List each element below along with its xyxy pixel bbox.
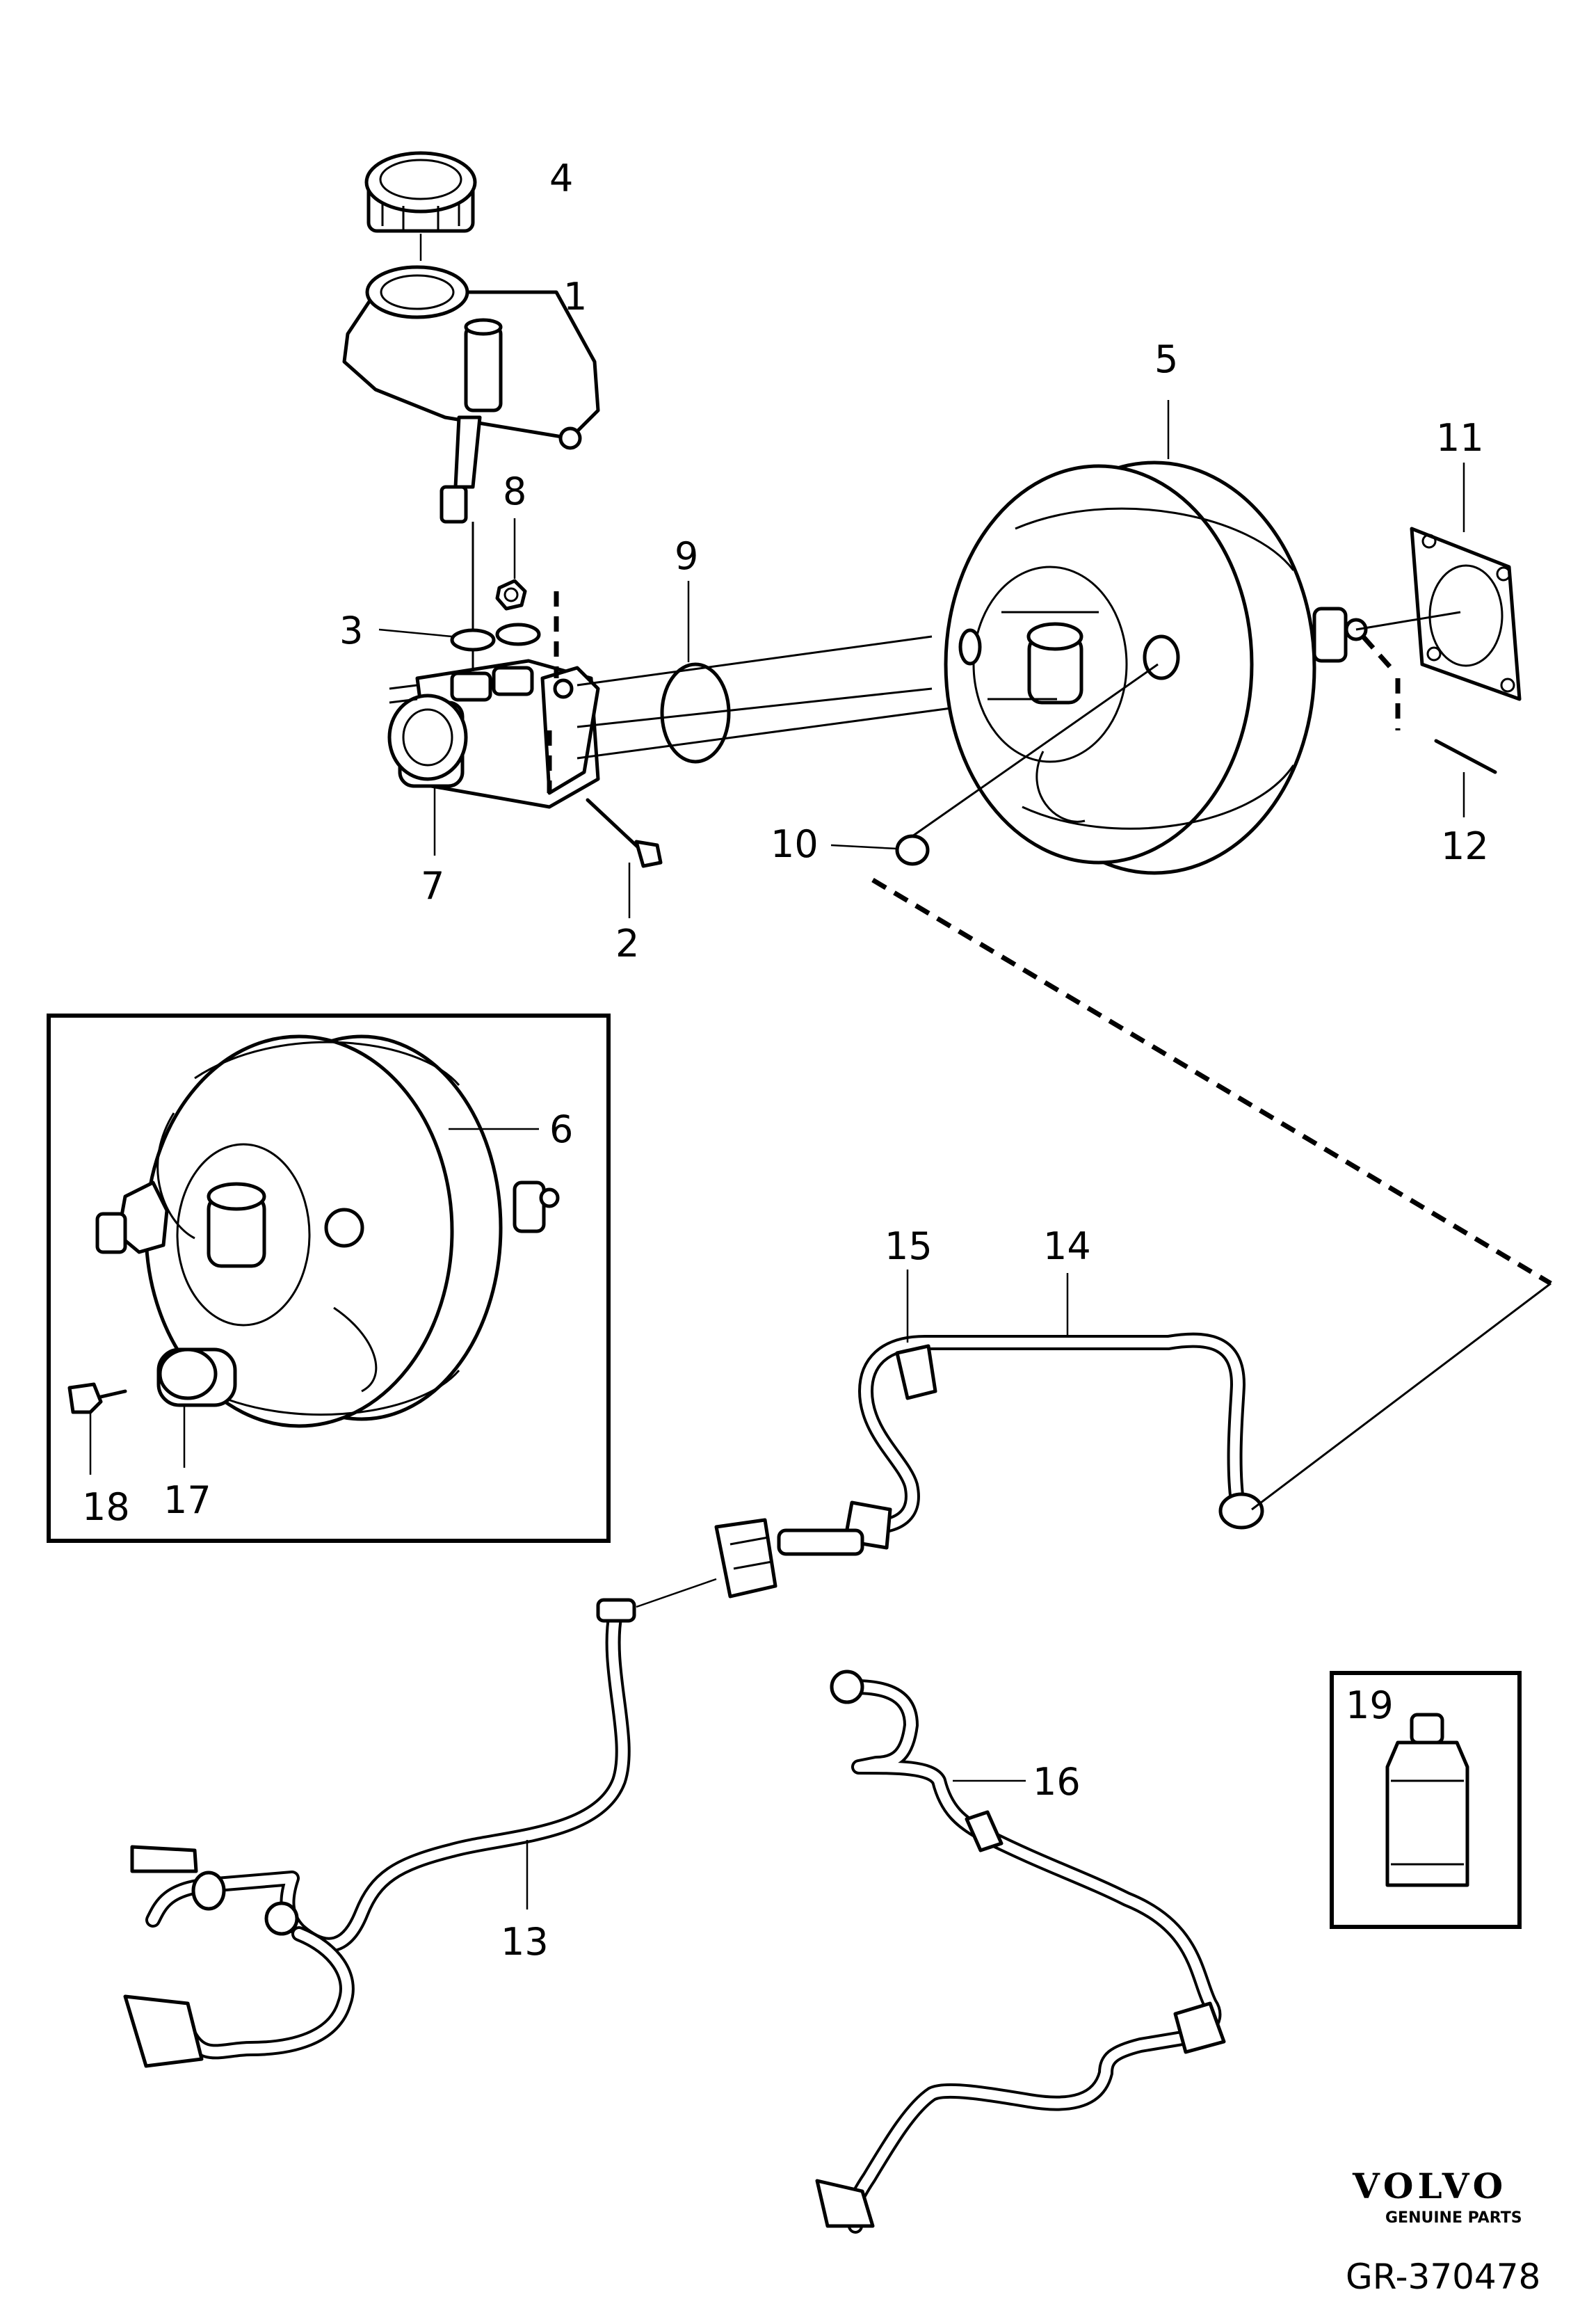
- diagram-reference: GR-370478: [1346, 2257, 1540, 2297]
- nut: [495, 579, 527, 611]
- callout-8: 8: [503, 470, 526, 513]
- brake-booster: [944, 461, 1368, 875]
- callout-6: 6: [549, 1107, 573, 1151]
- callout-4: 4: [549, 157, 573, 200]
- screw: [67, 1382, 127, 1414]
- brake-fluid-reservoir: [342, 265, 600, 524]
- master-cylinder: [387, 659, 600, 809]
- vacuum-hose-long: [123, 1578, 717, 2068]
- callout-19: 19: [1346, 1683, 1394, 1727]
- callout-13: 13: [501, 1920, 549, 1964]
- callout-10: 10: [771, 822, 819, 866]
- genuine-parts-label: GENUINE PARTS: [1385, 2209, 1522, 2227]
- callout-17: 17: [163, 1478, 211, 1522]
- gasket: [1410, 527, 1522, 701]
- volvo-logo-text: VOLVO: [1352, 2165, 1507, 2207]
- callout-11: 11: [1436, 416, 1484, 460]
- callout-1: 1: [563, 275, 587, 319]
- seal-rings: [450, 623, 541, 652]
- callout-9: 9: [675, 534, 698, 578]
- callout-2: 2: [615, 922, 639, 966]
- callout-7: 7: [421, 864, 444, 908]
- callout-16: 16: [1033, 1760, 1081, 1804]
- callout-14: 14: [1043, 1224, 1091, 1268]
- fluid-box: [1330, 1671, 1522, 1929]
- callout-18: 18: [82, 1485, 130, 1529]
- grommet: [895, 834, 930, 866]
- vacuum-hose: [714, 1332, 1264, 1599]
- brake-fluid-bottle: [1385, 1713, 1469, 1887]
- clevis-pin: [1434, 739, 1497, 774]
- vacuum-hose-short: [815, 1670, 1226, 2234]
- callout-5: 5: [1154, 337, 1178, 381]
- bolt: [586, 798, 663, 868]
- callout-12: 12: [1441, 824, 1489, 868]
- callout-3: 3: [339, 609, 363, 652]
- check-valve: [156, 1347, 237, 1407]
- brake-booster-alt: [95, 1034, 560, 1428]
- callout-15: 15: [885, 1224, 933, 1268]
- inset-box: [47, 1014, 611, 1543]
- hose-clip: [895, 1344, 937, 1400]
- reservoir-cap: [364, 151, 477, 233]
- booster-seal: [660, 662, 731, 764]
